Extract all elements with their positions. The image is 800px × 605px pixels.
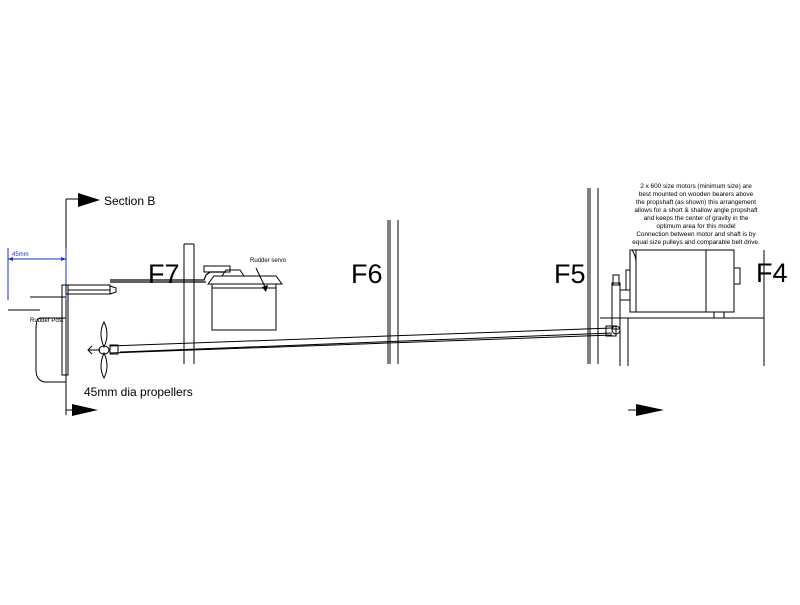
frame-f7 [183,243,195,364]
frame-f5-label: F5 [554,259,586,289]
rudder-servo [203,265,283,331]
motor [625,249,741,319]
frame-f4-label: F4 [756,258,788,288]
propshaft [109,327,613,355]
section-b-label: Section B [104,194,155,208]
motor-note: 2 x 600 size motors (minimum size) are b… [632,183,760,246]
propellers-label: 45mm dia propellers [84,385,193,399]
note-line: Connection between motor and shaft is by [636,231,756,238]
section-b-marker [65,193,100,416]
rudder-post-label: Rudder Post [30,318,64,324]
note-line: optimum area for this model [656,223,735,230]
note-line: 2 x 600 size motors (minimum size) are [640,183,752,190]
frame-f6 [387,220,399,364]
frame-f5 [587,188,599,364]
note-line: the propshaft (as shown) this arrangemen… [636,199,756,206]
rudder-servo-label: Rudder servo [250,258,287,264]
frame-f6-label: F6 [351,259,383,289]
note-line: and keeps the center of gravity in the [644,215,749,222]
direction-arrow [628,404,664,416]
note-line: best mounted on wooden bearers above [639,191,754,198]
note-line: allows for a short & shallow angle props… [634,207,757,214]
frame-f7-label: F7 [148,259,180,289]
propeller [87,320,110,380]
rudder-assembly [8,284,117,383]
note-line: equal size pulleys and comparable belt d… [632,239,760,246]
motor-bearer [600,317,765,366]
dimension-label: 45mm [12,252,29,258]
